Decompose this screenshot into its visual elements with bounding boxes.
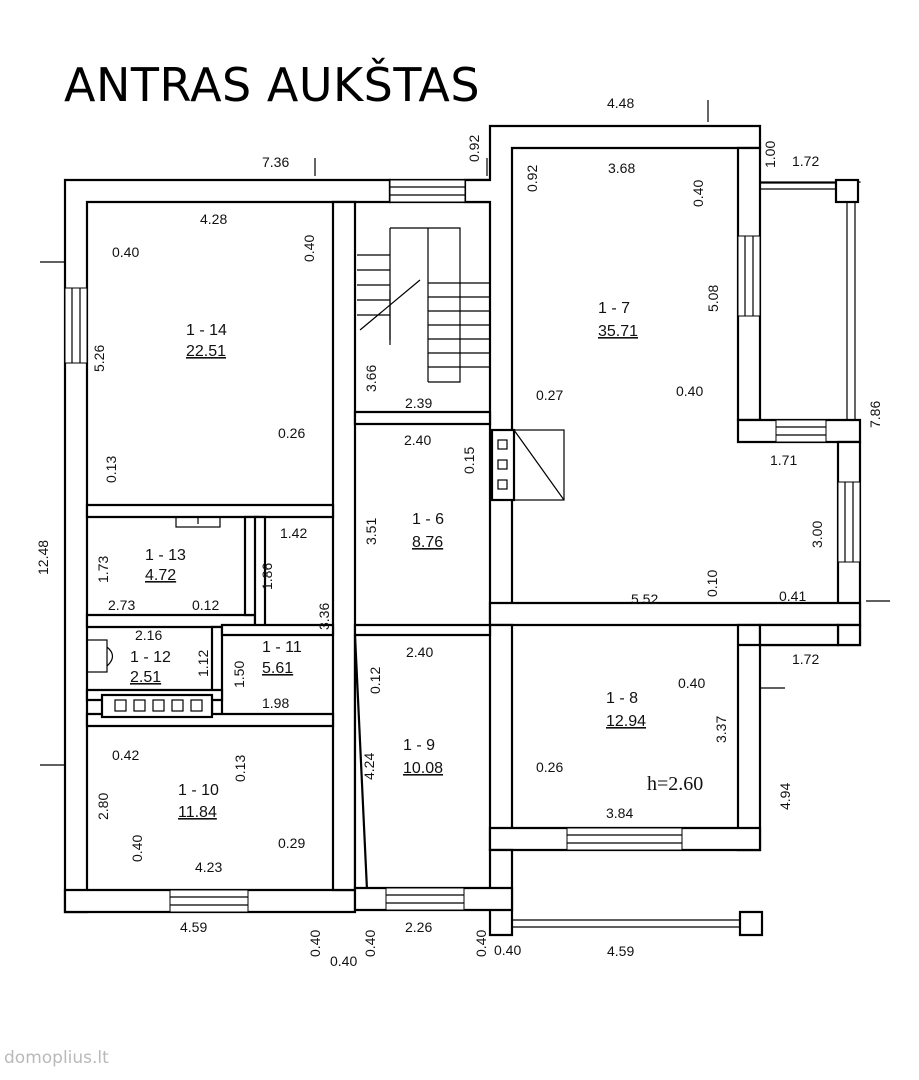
room-area: 8.76 [412,534,443,551]
dimension-label: 4.59 [180,919,207,935]
room-area: 35.71 [598,323,638,340]
dimension-label: 0.29 [278,835,305,851]
dimension-label: 0.40 [690,180,706,207]
dimension-label: 1.86 [259,563,275,590]
dimension-label: 2.16 [135,627,162,643]
dimension-label: 1.50 [231,661,247,688]
dimension-label: 0.92 [524,165,540,192]
room-id: 1 - 13 [145,547,186,564]
room-id: 1 - 6 [412,511,444,528]
dimension-label: 4.24 [361,753,377,780]
dimension-label: 0.12 [192,597,219,613]
dimension-label: 1.72 [792,153,819,169]
dimension-label: 1.72 [792,651,819,667]
plan-title: ANTRAS AUKŠTAS [64,58,481,112]
dimension-label: 1.42 [280,525,307,541]
dimension-label: 0.40 [494,942,521,958]
dimension-label: 0.27 [536,387,563,403]
dimension-labels: 7.36 4.28 0.40 0.40 5.26 12.48 0.26 0.13 0.92 0.9… [35,95,883,969]
dimension-label: 0.42 [112,747,139,763]
dimension-label: 4.48 [607,95,634,111]
dimension-label: 2.40 [406,644,433,660]
dimension-label: 1.00 [762,141,778,168]
dimension-label: 0.15 [461,447,477,474]
dimension-label: 0.40 [112,244,139,260]
dimension-label: 0.40 [678,675,705,691]
dimension-label: 4.23 [195,859,222,875]
dimension-label: 0.10 [704,570,720,597]
windows [64,179,861,913]
dimension-label: 0.26 [536,759,563,775]
dimension-label: 7.86 [867,401,883,428]
room-id: 1 - 10 [178,782,219,799]
dimension-label: 1.12 [195,650,211,677]
dimension-label: 3.84 [606,805,633,821]
room-area: 4.72 [145,567,176,584]
dimension-label: 12.48 [35,540,51,575]
dimension-label: 5.08 [705,285,721,312]
room-id: 1 - 11 [262,639,302,656]
dimension-label: 0.13 [232,755,248,782]
dimension-label: 1.73 [95,556,111,583]
dimension-label: 4.59 [607,943,634,959]
dimension-label: 1.71 [770,452,797,468]
dimension-label: 0.12 [367,667,383,694]
watermark: domoplius.lt [4,1048,109,1068]
room-area: 2.51 [130,669,161,686]
room-area: 11.84 [178,804,217,821]
dimension-label: 0.40 [473,930,489,957]
dimension-label: 3.68 [608,160,635,176]
room-area: 12.94 [606,713,646,730]
staircase [357,227,490,383]
room-labels: 1 - 14 22.51 1 - 7 35.71 1 - 6 8.76 1 - … [130,300,703,821]
room-id: 1 - 14 [186,322,227,339]
dimension-label: 0.26 [278,425,305,441]
dimension-label: 3.36 [316,603,332,630]
dimension-label: 5.52 [631,591,658,607]
room-area: 10.08 [403,760,443,777]
room-id: 1 - 9 [403,737,435,754]
dimension-label: 2.73 [108,597,135,613]
dimension-label: 0.40 [129,835,145,862]
dimension-label: 0.40 [676,383,703,399]
balconies [512,178,861,928]
dimension-label: 1.98 [262,695,289,711]
dimension-label: 3.51 [363,518,379,545]
room-area: 22.51 [186,343,226,360]
dimension-label: 0.40 [301,235,317,262]
dimension-label: 4.28 [200,211,227,227]
dimension-label: 5.26 [91,345,107,372]
dimension-label: 0.40 [330,953,357,969]
dimension-label: 3.37 [713,716,729,743]
room-area: 5.61 [262,660,293,677]
dimension-label: 2.80 [95,793,111,820]
room-id: 1 - 7 [598,300,630,317]
dimension-label: 2.39 [405,395,432,411]
dimension-label: 0.41 [779,588,806,604]
room-id: 1 - 12 [130,649,171,666]
dimension-label: 3.66 [363,365,379,392]
dimension-label: 2.26 [405,919,432,935]
dimension-label: 4.94 [777,783,793,810]
dimension-ticks [40,100,890,766]
dimension-label: 0.92 [466,135,482,162]
dimension-label: 0.13 [103,456,119,483]
dimension-label: 0.40 [307,930,323,957]
ceiling-height-note: h=2.60 [647,773,703,795]
dimension-label: 2.40 [404,432,431,448]
room-id: 1 - 8 [606,690,638,707]
dimension-label: 7.36 [262,154,289,170]
dimension-label: 0.40 [362,930,378,957]
dimension-label: 3.00 [809,521,825,548]
fixtures [86,428,565,719]
